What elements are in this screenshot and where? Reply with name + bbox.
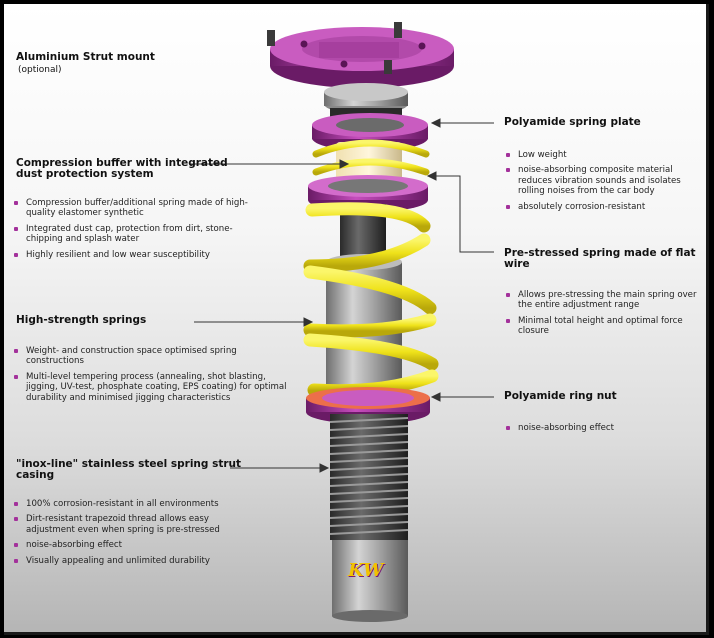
bullet: Low weight [504, 150, 702, 160]
strut-mount [267, 22, 454, 88]
bullet: Allows pre-stressing the main spring ove… [504, 290, 702, 311]
coilover-illustration [190, 22, 494, 622]
compression-buffer-label: Compression buffer with integrated dust … [16, 157, 228, 180]
bullet: noise-absorbing effect [504, 423, 702, 433]
bullet: absolutely corrosion-resistant [504, 202, 702, 212]
bullet: noise-absorbing effect [12, 540, 237, 550]
bullet: Dirt-resistant trapezoid thread allows e… [12, 514, 237, 535]
bullet: Integrated dust cap, protection from dir… [12, 224, 267, 245]
strut-mount-sub: (optional) [18, 65, 62, 75]
prestressed-label: Pre-stressed spring made of flat wire [504, 247, 696, 270]
compression-buffer-bullets: Compression buffer/additional spring mad… [12, 198, 267, 265]
diagram-panel: Aluminium Strut mount (optional) Compres… [4, 4, 709, 635]
high-strength-bullets: Weight- and construction space optimised… [12, 346, 297, 408]
spring-plate-bullets: Low weight noise-absorbing composite mat… [504, 150, 702, 217]
bullet: noise-absorbing composite material reduc… [504, 165, 702, 196]
top-bearing [324, 83, 408, 124]
bullet: Highly resilient and low wear susceptibi… [12, 250, 267, 260]
ring-nut-bullets: noise-absorbing effect [504, 423, 702, 438]
high-strength-label: High-strength springs [16, 314, 147, 326]
inox-line-label: "inox-line" stainless steel spring strut… [16, 458, 242, 481]
threaded-casing [329, 414, 409, 622]
bullet: Minimal total height and optimal force c… [504, 316, 702, 337]
bullet: Visually appealing and unlimited durabil… [12, 556, 237, 566]
strut-mount-label: Aluminium Strut mount [16, 51, 155, 63]
kw-logo: KW [348, 560, 384, 581]
bullet: Compression buffer/additional spring mad… [12, 198, 267, 219]
helper-spring [312, 139, 430, 176]
inox-line-bullets: 100% corrosion-resistant in all environm… [12, 499, 237, 571]
ring-nut-label: Polyamide ring nut [504, 390, 617, 402]
prestressed-bullets: Allows pre-stressing the main spring ove… [504, 290, 702, 342]
leader-lines [190, 118, 494, 473]
spring-plate-label: Polyamide spring plate [504, 116, 641, 128]
bullet: Multi-level tempering process (annealing… [12, 372, 297, 403]
bullet: 100% corrosion-resistant in all environm… [12, 499, 237, 509]
bullet: Weight- and construction space optimised… [12, 346, 297, 367]
